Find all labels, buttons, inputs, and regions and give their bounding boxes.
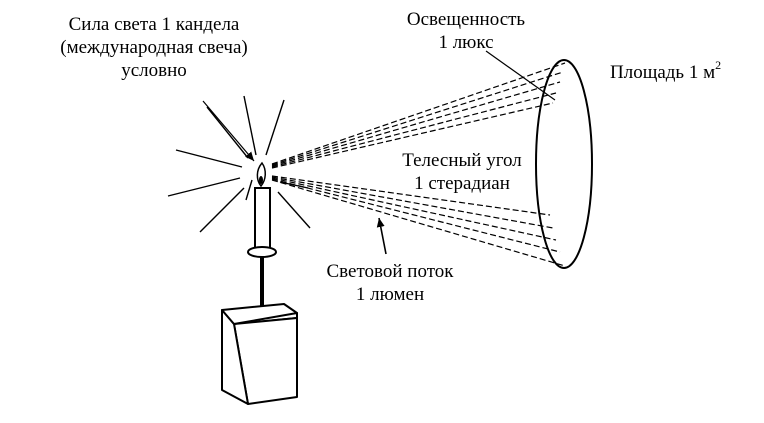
ray — [206, 106, 249, 159]
ray — [199, 187, 245, 233]
candela-label-line1: Сила света 1 кандела — [68, 14, 240, 35]
ray — [175, 149, 243, 168]
ray — [243, 95, 257, 156]
cone-ray — [271, 71, 564, 166]
area-label-superscript: 2 — [715, 58, 722, 72]
flux-label-line2: 1 люмен — [355, 284, 425, 305]
solid-angle-label-line2: 1 стерадиан — [414, 173, 510, 194]
cone-ray — [271, 178, 561, 253]
ray — [167, 177, 241, 197]
cone-ray — [271, 175, 551, 216]
cone-ray — [271, 179, 566, 267]
cone-ray — [271, 102, 554, 169]
ray — [277, 191, 311, 229]
candle-flame — [256, 161, 266, 188]
illuminance-pointer — [485, 50, 556, 101]
ray — [265, 99, 285, 156]
area-label: Площадь 1 м2 — [610, 58, 722, 84]
candela-pointer — [202, 100, 255, 162]
solid-angle-label-line1: Телесный угол — [402, 150, 522, 171]
cone-ray — [271, 81, 561, 167]
stand-box — [221, 303, 298, 405]
cone-ray — [271, 177, 557, 241]
ray — [245, 179, 253, 201]
cone-ray — [271, 62, 566, 165]
light-rays — [167, 95, 311, 233]
candle — [247, 187, 277, 258]
illuminance-label: Освещенность 1 люкс — [386, 8, 546, 54]
illuminance-label-line1: Освещенность — [406, 9, 526, 30]
candela-label: Сила света 1 кандела (международная свеч… — [20, 13, 288, 82]
candela-label-line3: условно — [121, 60, 187, 81]
candela-label-line2: (международная свеча) — [60, 37, 248, 58]
cone-ray — [271, 176, 554, 229]
flux-label: Световой поток 1 люмен — [300, 260, 480, 306]
flux-pointer — [376, 217, 387, 255]
flux-label-line1: Световой поток — [326, 261, 454, 282]
area-label-text: Площадь 1 м — [610, 62, 716, 83]
area-ellipse — [535, 59, 593, 269]
illuminance-label-line2: 1 люкс — [438, 32, 494, 53]
solid-angle-label: Телесный угол 1 стерадиан — [372, 149, 552, 195]
cone-rays — [271, 62, 566, 267]
cone-ray — [271, 92, 557, 168]
